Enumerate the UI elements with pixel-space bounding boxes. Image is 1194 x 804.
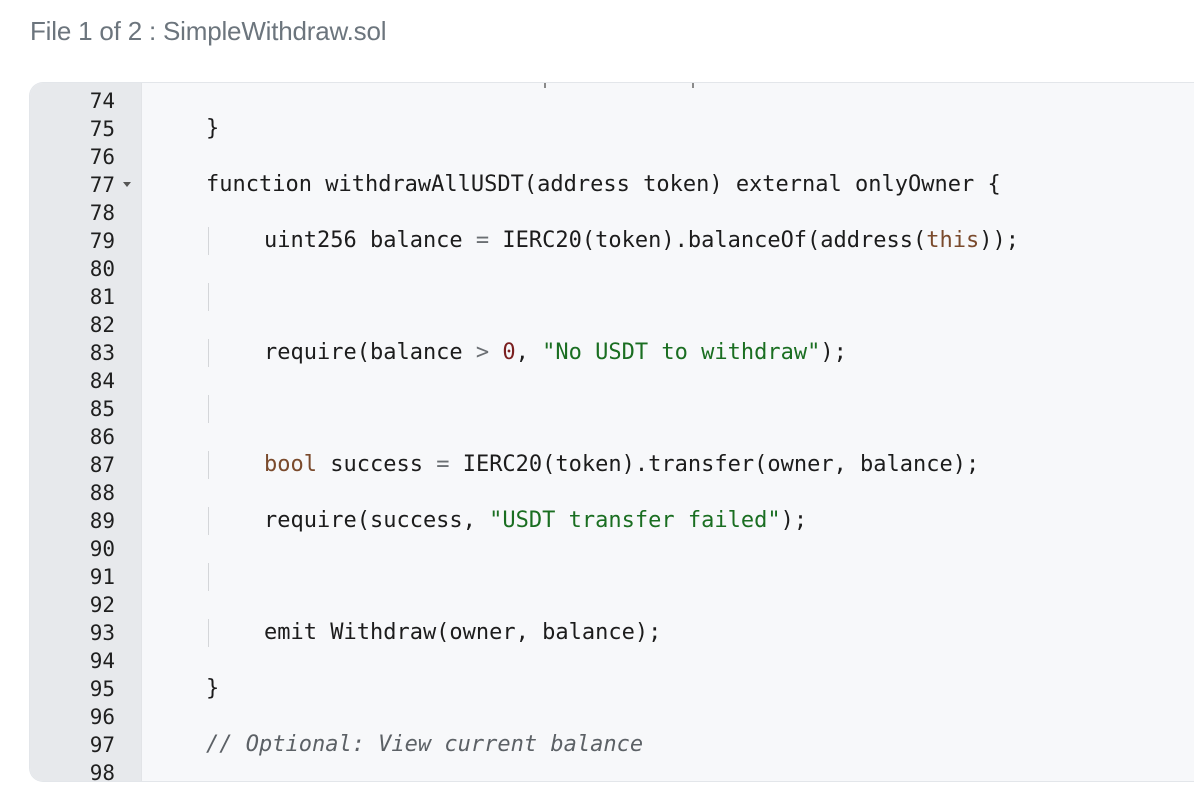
- line-number: 74: [89, 89, 115, 113]
- code-token: [489, 340, 502, 365]
- line-number: 93: [89, 621, 115, 645]
- code-token: ,: [515, 340, 543, 365]
- line-number: 78: [89, 201, 115, 225]
- code-line-93: emit Withdraw(owner, balance);: [264, 619, 661, 647]
- code-token: =: [436, 452, 450, 477]
- code-token: );: [780, 508, 808, 533]
- code-token: success: [316, 452, 437, 477]
- code-token: "USDT transfer failed": [489, 508, 781, 533]
- code-comment: // Optional: View current balance: [206, 732, 644, 757]
- line-number: 92: [89, 593, 115, 617]
- line-number-gutter: 74 75 76 77 78 79 80 81 82 83 84 85 86 8…: [30, 83, 142, 781]
- code-token: =: [475, 228, 490, 253]
- line-number: 86: [89, 425, 115, 449]
- line-number: 80: [89, 257, 115, 281]
- clipped-glyph: [692, 83, 694, 88]
- indent-guide: [208, 227, 209, 255]
- line-number: 87: [89, 453, 115, 477]
- code-line-79: uint256 balance = IERC20(token).balanceO…: [264, 227, 1019, 255]
- indent-guide: [208, 395, 209, 423]
- indent-guide: [208, 339, 209, 367]
- code-line-89: require(success, "USDT transfer failed")…: [264, 507, 807, 535]
- code-token: }: [206, 676, 220, 701]
- code-token: withdrawAllUSDT(address token) external …: [311, 172, 1001, 197]
- code-line-77: function withdrawAllUSDT(address token) …: [206, 171, 1001, 199]
- line-number: 97: [89, 733, 115, 757]
- code-token: this: [926, 228, 980, 253]
- code-content[interactable]: } function withdrawAllUSDT(address token…: [142, 83, 1194, 781]
- line-number: 82: [89, 313, 115, 337]
- code-line-83: require(balance > 0, "No USDT to withdra…: [264, 339, 847, 367]
- line-number: 83: [89, 341, 115, 365]
- line-number: 96: [89, 705, 115, 729]
- code-token: }: [206, 116, 220, 141]
- indent-guide: [208, 507, 209, 535]
- code-line-87: bool success = IERC20(token).transfer(ow…: [264, 451, 979, 479]
- indent-guide: [208, 563, 209, 591]
- code-token: function: [206, 172, 312, 197]
- line-number: 98: [89, 761, 115, 782]
- line-number: 88: [89, 481, 115, 505]
- line-number: 89: [89, 509, 115, 533]
- line-number: 91: [89, 565, 115, 589]
- line-number: 84: [89, 369, 115, 393]
- code-token: IERC20(token).balanceOf(address(: [489, 228, 927, 253]
- code-token: uint256 balance: [264, 228, 476, 253]
- code-token: IERC20(token).transfer(owner, balance);: [449, 452, 980, 477]
- code-token: 0: [502, 340, 516, 365]
- line-number: 81: [89, 285, 115, 309]
- line-number: 94: [89, 649, 115, 673]
- line-number: 75: [89, 117, 115, 141]
- code-editor[interactable]: 74 75 76 77 78 79 80 81 82 83 84 85 86 8…: [29, 82, 1194, 782]
- code-token: );: [820, 340, 847, 365]
- code-token: require(balance: [264, 340, 476, 365]
- line-number: 76: [89, 145, 115, 169]
- code-line-95: }: [206, 675, 219, 703]
- indent-guide: [208, 283, 209, 311]
- indent-guide: [208, 451, 209, 479]
- clipped-glyph: [544, 83, 546, 88]
- code-token: bool: [264, 452, 317, 477]
- indent-guide: [208, 619, 209, 647]
- code-line-97: // Optional: View current balance: [206, 731, 643, 759]
- code-token: require(success,: [264, 508, 490, 533]
- code-line-75: }: [206, 115, 219, 143]
- code-token: "No USDT to withdraw": [542, 340, 821, 365]
- line-number: 77: [89, 173, 115, 197]
- code-token: emit Withdraw(owner, balance);: [264, 620, 662, 645]
- code-token: ));: [979, 228, 1019, 253]
- line-number: 95: [89, 677, 115, 701]
- line-number: 85: [89, 397, 115, 421]
- line-number: 90: [89, 537, 115, 561]
- file-title: File 1 of 2 : SimpleWithdraw.sol: [30, 16, 387, 46]
- line-number: 79: [89, 229, 115, 253]
- fold-toggle-icon[interactable]: [123, 182, 131, 187]
- code-token: >: [475, 340, 490, 365]
